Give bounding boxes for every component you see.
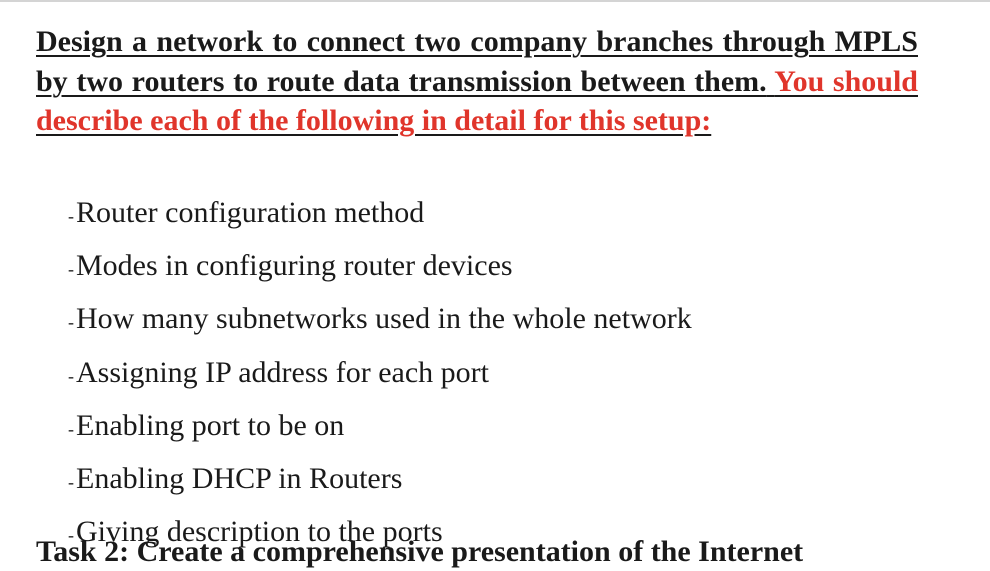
heading-main-text: Design a network to connect two company … xyxy=(36,25,918,98)
list-item-text: Assigning IP address for each port xyxy=(76,355,489,389)
list-item: -How many subnetworks used in the whole … xyxy=(68,294,692,347)
list-item-text: Enabling port to be on xyxy=(76,408,345,442)
list-item-text: Router configuration method xyxy=(76,196,425,229)
list-bullet: - xyxy=(68,472,74,493)
list-item: -Modes in configuring router devices xyxy=(68,241,692,294)
list-bullet: - xyxy=(68,418,74,439)
top-divider xyxy=(0,0,990,2)
list-item-text: Modes in configuring router devices xyxy=(76,249,513,283)
requirements-list: -Router configuration method -Modes in c… xyxy=(68,188,692,560)
heading-instruction-text: You should describe each of the followin… xyxy=(36,64,918,138)
list-item: -Router configuration method xyxy=(68,188,692,241)
next-task-heading-partial: Task 2: Create a comprehensive presentat… xyxy=(36,535,804,568)
list-bullet: - xyxy=(68,312,74,333)
list-bullet: - xyxy=(68,525,74,546)
list-item: -Assigning IP address for each port xyxy=(68,348,692,401)
task-heading: Design a network to connect two company … xyxy=(36,22,918,141)
list-item: -Enabling DHCP in Routers xyxy=(68,454,692,507)
list-bullet: - xyxy=(68,206,74,226)
list-item-text: How many subnetworks used in the whole n… xyxy=(76,302,692,336)
list-bullet: - xyxy=(68,365,74,386)
list-item: -Giving description to the ports xyxy=(68,507,692,560)
list-item: -Enabling port to be on xyxy=(68,401,692,454)
list-item-text: Enabling DHCP in Routers xyxy=(76,462,403,496)
list-item-text: Giving description to the ports xyxy=(76,515,443,549)
list-bullet: - xyxy=(68,259,74,280)
